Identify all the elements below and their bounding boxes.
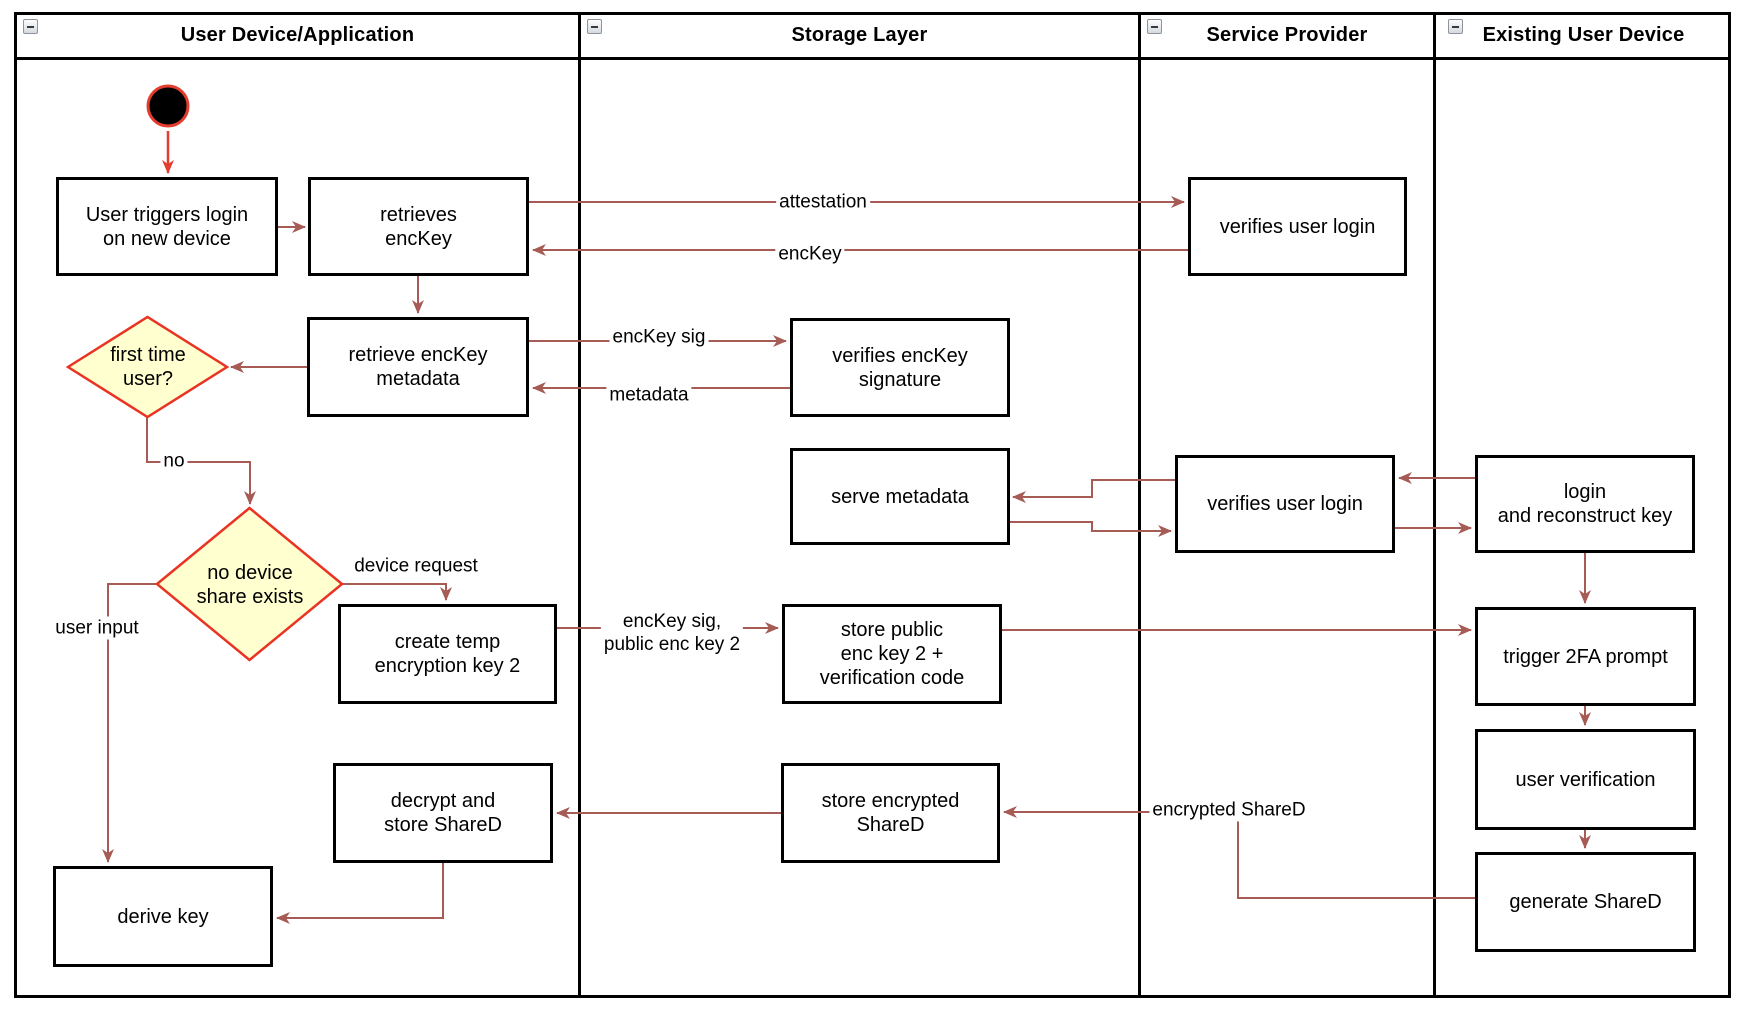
node-derive-key[interactable]: derive key bbox=[53, 866, 273, 967]
lane-title-text: User Device/Application bbox=[180, 24, 415, 46]
decision-label-first-time-user: first time user? bbox=[110, 344, 186, 390]
lane-header-separator bbox=[14, 57, 1731, 60]
node-decrypt-store-shared[interactable]: decrypt and store ShareD bbox=[333, 763, 553, 863]
edge-label-encrypted-shared: encrypted ShareD bbox=[1149, 798, 1309, 822]
edge-label-user-input: user input bbox=[52, 616, 142, 640]
node-login-reconstruct-key[interactable]: login and reconstruct key bbox=[1475, 455, 1695, 553]
lane-divider-2 bbox=[1138, 12, 1141, 998]
lane-divider-1 bbox=[578, 12, 581, 998]
node-retrieve-enckey-metadata[interactable]: retrieve encKey metadata bbox=[307, 317, 529, 417]
edge-label-no: no bbox=[160, 449, 188, 473]
node-verifies-user-login-top[interactable]: verifies user login bbox=[1188, 177, 1407, 276]
edge-label-attestation: attestation bbox=[776, 190, 870, 214]
lane-header-user-device[interactable]: User Device/Application bbox=[17, 14, 578, 57]
edge-label-enckey-sig-public: encKey sig, public enc key 2 bbox=[600, 610, 744, 656]
lane-header-service-provider[interactable]: Service Provider bbox=[1141, 14, 1433, 57]
node-retrieves-enckey[interactable]: retrieves encKey bbox=[308, 177, 529, 276]
lane-title-text: Service Provider bbox=[1206, 24, 1368, 46]
node-store-encrypted-shared[interactable]: store encrypted ShareD bbox=[781, 763, 1000, 863]
node-user-verification[interactable]: user verification bbox=[1475, 729, 1696, 830]
node-serve-metadata[interactable]: serve metadata bbox=[790, 448, 1010, 545]
node-store-public-key[interactable]: store public enc key 2 + verification co… bbox=[782, 604, 1002, 704]
collapse-minus-icon[interactable] bbox=[587, 19, 602, 34]
edge-label-device-request: device request bbox=[351, 554, 481, 578]
node-verifies-enckey-signature[interactable]: verifies encKey signature bbox=[790, 318, 1010, 417]
decision-label-no-device-share: no device share exists bbox=[196, 562, 304, 608]
pool-frame bbox=[14, 12, 1731, 998]
node-generate-shared[interactable]: generate ShareD bbox=[1475, 852, 1696, 952]
edge-label-enckey-sig: encKey sig bbox=[609, 325, 709, 349]
lane-header-storage-layer[interactable]: Storage Layer bbox=[581, 14, 1138, 57]
node-create-temp-key[interactable]: create temp encryption key 2 bbox=[338, 604, 557, 704]
collapse-minus-icon[interactable] bbox=[1448, 19, 1463, 34]
collapse-minus-icon[interactable] bbox=[23, 19, 38, 34]
lane-title-text: Storage Layer bbox=[791, 24, 928, 46]
edge-label-enckey: encKey bbox=[775, 242, 845, 266]
collapse-minus-icon[interactable] bbox=[1147, 19, 1162, 34]
node-verifies-user-login-mid[interactable]: verifies user login bbox=[1175, 455, 1395, 553]
node-user-triggers-login[interactable]: User triggers login on new device bbox=[56, 177, 278, 276]
lane-title-text: Existing User Device bbox=[1482, 24, 1685, 46]
edge-label-metadata: metadata bbox=[606, 383, 692, 407]
lane-divider-3 bbox=[1433, 12, 1436, 998]
lane-header-existing-device[interactable]: Existing User Device bbox=[1436, 14, 1731, 57]
node-trigger-2fa-prompt[interactable]: trigger 2FA prompt bbox=[1475, 607, 1696, 706]
